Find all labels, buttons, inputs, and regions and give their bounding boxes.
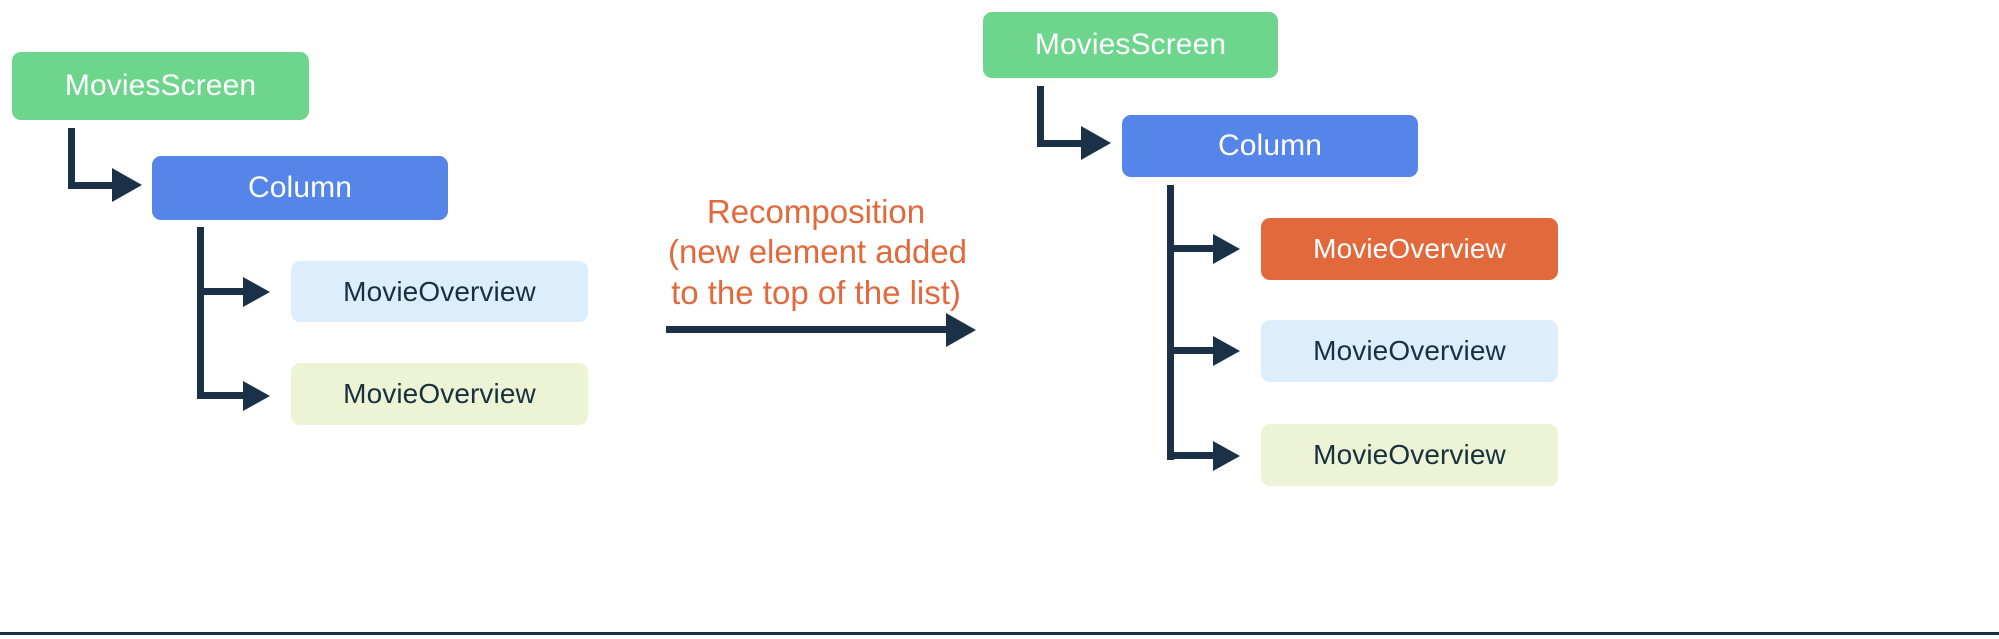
transition-caption-line-3: to the top of the list) [671,273,961,311]
connector-after-child-3 [1167,452,1217,459]
connector-after-child-1 [1167,245,1217,252]
connector-after-root-vertical [1037,86,1044,146]
node-movie-overview-after-3: MovieOverview [1261,424,1558,486]
connector-after-column-trunk [1167,185,1174,460]
arrowhead-before-child-1 [243,277,270,307]
arrowhead-after-child-1 [1213,234,1240,264]
arrowhead-after-child-2 [1213,336,1240,366]
node-movie-overview-before-2: MovieOverview [291,363,588,425]
node-movie-overview-after-2: MovieOverview [1261,320,1558,382]
arrowhead-after-child-3 [1213,441,1240,471]
transition-caption: Recomposition (new element added to the … [668,192,968,313]
node-column-before: Column [152,156,448,220]
node-movies-screen-before: MoviesScreen [12,52,309,120]
transition-caption-line-1: Recomposition [706,193,926,230]
arrowhead-before-child-2 [243,381,270,411]
connector-before-column-trunk [197,227,204,399]
node-movie-overview-before-1: MovieOverview [291,261,588,322]
connector-before-child-1 [197,288,247,295]
transition-arrow-shaft [666,326,954,333]
bottom-divider [0,632,1999,635]
connector-before-child-2 [197,392,247,399]
connector-after-root-horizontal [1037,140,1085,147]
transition-arrowhead [946,313,976,347]
node-column-after: Column [1122,115,1418,177]
node-movie-overview-after-1: MovieOverview [1261,218,1558,280]
connector-before-root-horizontal [68,182,116,189]
node-movies-screen-after: MoviesScreen [983,12,1278,78]
arrowhead-after-root [1081,126,1111,160]
transition-caption-line-2: (new element added [668,233,968,271]
connector-before-root-vertical [68,128,75,188]
arrowhead-before-root [112,168,142,202]
connector-after-child-2 [1167,347,1217,354]
